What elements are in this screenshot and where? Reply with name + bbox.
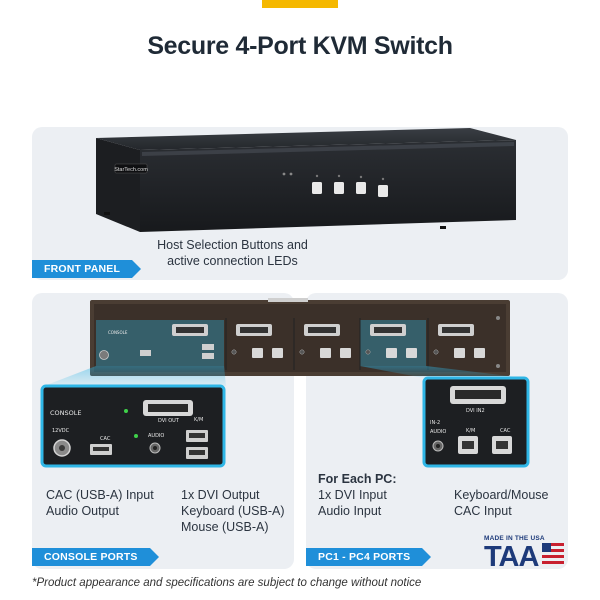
front-caption-line-2: active connection LEDs [167,254,298,268]
front-panel-tag: FRONT PANEL [32,260,142,278]
footnote: *Product appearance and specifications a… [32,577,422,589]
zoom-km-label: K/M [194,417,203,423]
cac-port[interactable] [140,350,151,356]
taa-word: TAA [484,541,539,573]
zoom-cac-in-label: CAC [500,428,511,434]
zoom-console-label: CONSOLE [50,409,82,417]
caption-dvi-input: 1x DVI Input [318,488,387,502]
zoom-audio-label: AUDIO [148,433,164,439]
taa-badge: MADE IN THE USA TAA [484,535,568,575]
caption-cac-input: CAC (USB-A) Input [46,488,154,502]
zoom-audio-in-label: AUDIO [430,429,446,435]
pc-caption-right: Keyboard/Mouse CAC Input [454,487,549,519]
caption-keyboard-mouse: Keyboard/Mouse [454,488,549,502]
host-button-3[interactable] [356,182,366,194]
zoom-led [134,434,138,438]
zoom-cac-label: CAC [100,436,111,442]
console-caption-left: CAC (USB-A) Input Audio Output [46,487,154,519]
caption-mouse: Mouse (USB-A) [181,520,269,534]
console-ports-tag: CONSOLE PORTS [32,548,159,566]
host-port-group-2 [299,324,351,358]
host-select-buttons [312,174,388,197]
rear-console-label: CONSOLE [108,330,128,335]
console-caption-right: 1x DVI Output Keyboard (USB-A) Mouse (US… [181,487,285,535]
km-port-a[interactable] [202,344,214,350]
host-zoom-box: DVI IN2 IN-2 AUDIO K/M CAC [422,376,530,468]
host-button-2[interactable] [334,182,344,194]
taa-made-in-label: MADE IN THE USA [484,535,545,542]
page-title: Secure 4-Port KVM Switch [147,32,453,60]
pc-caption-left: 1x DVI Input Audio Input [318,487,387,519]
host-button-4[interactable] [378,185,388,197]
zoom-led [124,409,128,413]
led-indicator [289,172,293,176]
km-port-b[interactable] [202,353,214,359]
console-zoom-beam [44,366,226,386]
zoom-dvi-out-label: DVI OUT [158,418,180,424]
zoom-power-label: 12VDC [52,428,70,434]
rear-kvm-device: CONSOLE [90,298,510,376]
host-port-group-3 [365,324,417,358]
caption-audio-output: Audio Output [46,504,119,518]
front-caption-line-1: Host Selection Buttons and [157,238,308,252]
zoom-in-label: IN-2 [430,420,440,426]
caption-audio-input: Audio Input [318,504,382,518]
pc-ports-tag: PC1 - PC4 PORTS [306,548,432,566]
caption-dvi-output: 1x DVI Output [181,488,260,502]
us-flag-icon [542,543,564,564]
front-panel-caption: Host Selection Buttons and active connec… [155,237,310,269]
zoom-dvi-in-label: DVI IN2 [466,408,485,414]
zoom-km-in-label: K/M [466,428,475,434]
led-indicator [282,172,286,176]
caption-keyboard: Keyboard (USB-A) [181,504,285,518]
pc-caption-heading: For Each PC: [318,472,397,486]
top-accent-bar [262,0,338,8]
caption-cac-input-pc: CAC Input [454,504,512,518]
host-button-1[interactable] [312,182,322,194]
console-zoom-box: CONSOLE 12VDC CAC AUDIO DVI OUT K/M [40,384,226,468]
host-port-group-1 [231,324,283,358]
host-zoom-beam [360,366,526,378]
host-port-group-4 [433,324,485,358]
brand-logo: StarTech.com [114,167,148,173]
brand-logo-plate [114,163,148,174]
power-jack[interactable] [99,350,109,360]
front-kvm-device: StarTech.com [96,128,516,232]
